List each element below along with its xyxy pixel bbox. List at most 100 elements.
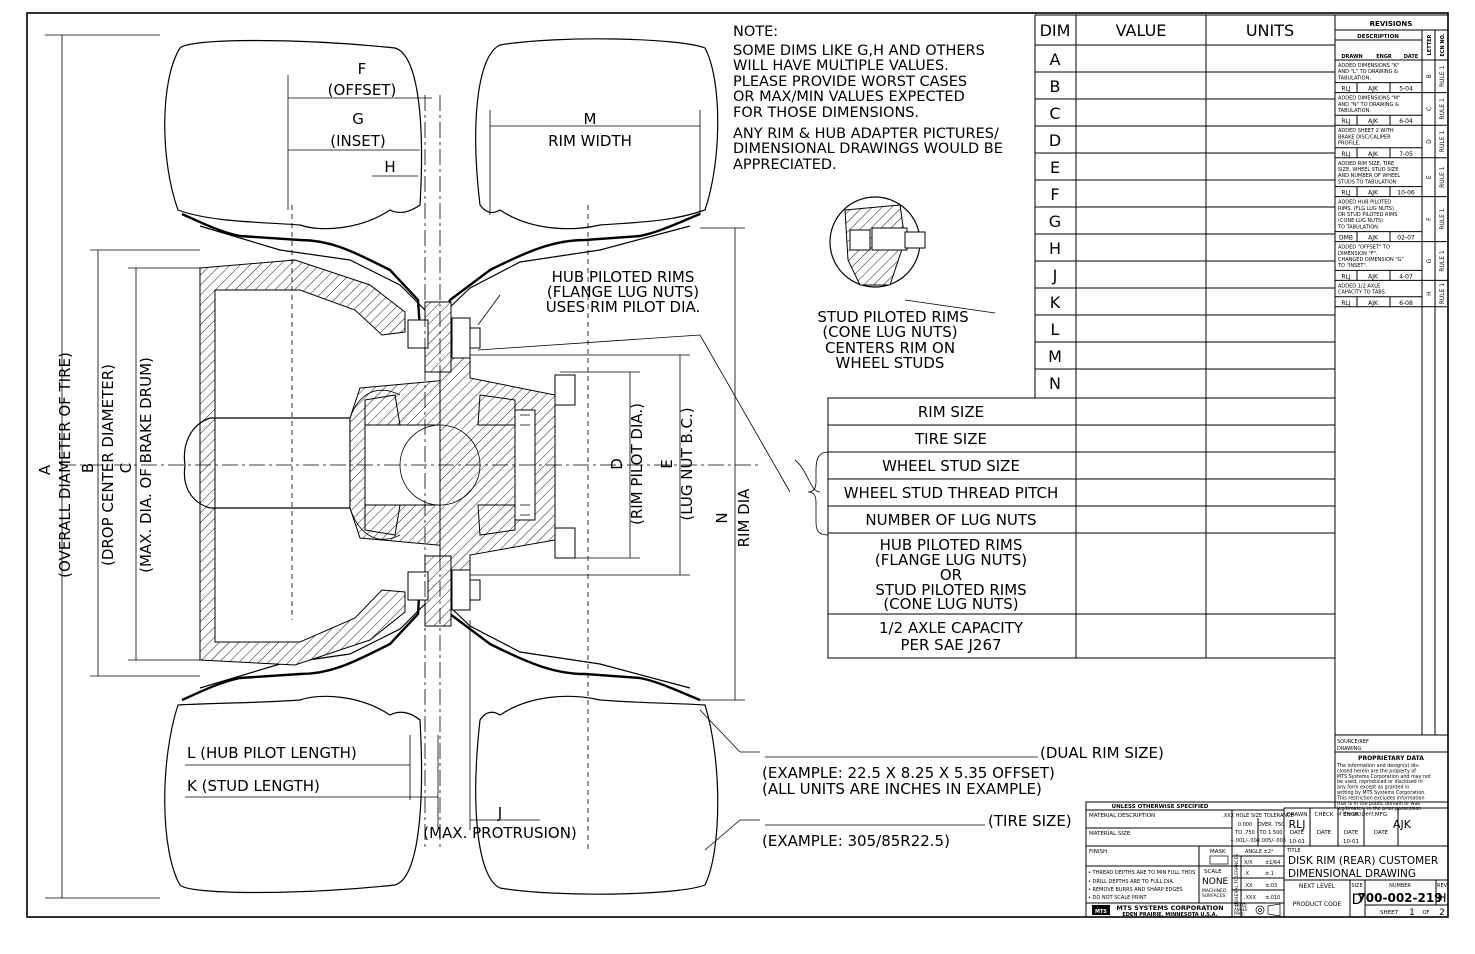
rev-entry-date: 6-04 bbox=[1399, 118, 1413, 125]
rev-entry-desc: ADDED DIMENSIONS "K" bbox=[1338, 63, 1399, 69]
tb-machined-2: SURFACES bbox=[1202, 893, 1225, 899]
tb-sheet: 1 bbox=[1409, 908, 1415, 918]
stud-piloted-line4: WHEEL STUDS bbox=[836, 354, 945, 372]
note-line1: SOME DIMS LIKE G,H AND OTHERS bbox=[733, 43, 985, 59]
brake-drum bbox=[199, 259, 406, 666]
tb-tol1-b: ±.1 bbox=[1265, 871, 1274, 877]
hub-flange bbox=[439, 317, 556, 611]
rev-entry-date: 5-04 bbox=[1399, 86, 1413, 93]
tb-third-angle-1: THIRD bbox=[1233, 903, 1247, 908]
rev-sub-engr: ENGR bbox=[1376, 54, 1392, 60]
spec-axle-line1: 1/2 AXLE CAPACITY bbox=[879, 619, 1024, 637]
dim-row-label: A bbox=[1050, 50, 1061, 69]
dim-G-label: G bbox=[352, 110, 364, 128]
tire-upper-left bbox=[164, 39, 423, 230]
rev-entry-drawn: RLJ bbox=[1341, 118, 1351, 125]
rev-entry-desc: TO "INSET". bbox=[1337, 263, 1368, 269]
tb-number-label: NUMBER bbox=[1389, 883, 1411, 889]
dual-rim-size: (DUAL RIM SIZE) bbox=[1040, 744, 1164, 762]
example-rim-line2: (ALL UNITS ARE INCHES IN EXAMPLE) bbox=[762, 780, 1042, 798]
rev-entry-ecn: RULE 1 bbox=[1439, 208, 1446, 230]
rev-entry-engr: AJK bbox=[1368, 190, 1379, 197]
rev-entry-desc: OR STUD PILOTED RIMS bbox=[1338, 212, 1397, 218]
tb-sheet-label: SHEET bbox=[1380, 910, 1399, 916]
rev-sub-drawn: DRAWN bbox=[1341, 54, 1362, 60]
tb-number: 700-002-219 bbox=[1357, 891, 1442, 905]
note-block: NOTE: SOME DIMS LIKE G,H AND OTHERS WILL… bbox=[733, 24, 1003, 173]
rev-entry-drawn: RLJ bbox=[1341, 151, 1351, 158]
tb-size-label: SIZE bbox=[1351, 883, 1362, 889]
drawing-labels: F (OFFSET) G (INSET) H M RIM WIDTH HUB P… bbox=[187, 60, 1164, 850]
proprietary-line: of the recipient. bbox=[1337, 812, 1375, 818]
tb-location: EDEN PRAIRIE, MINNESOTA U.S.A. bbox=[1122, 912, 1217, 918]
spec-brace bbox=[807, 451, 829, 536]
dim-A-label: A bbox=[36, 464, 54, 475]
tb-engr-date: 10-01 bbox=[1343, 839, 1359, 845]
revisions-title: REVISIONS bbox=[1370, 20, 1413, 28]
tb-company: MTS SYSTEMS CORPORATION bbox=[1116, 904, 1223, 912]
horizontal-dimensions bbox=[185, 75, 701, 830]
tb-note4: • DO NOT SCALE PRINT bbox=[1088, 895, 1148, 901]
rev-entry-desc: ADDED "OFFSET" TO bbox=[1338, 245, 1390, 251]
tb-note3: • REMOVE BURRS AND SHARP EDGES bbox=[1088, 887, 1183, 893]
dim-header-value: VALUE bbox=[1116, 21, 1167, 40]
rev-entry-ecn: RULE 1 bbox=[1439, 166, 1446, 188]
tb-tol3-b: ±.010 bbox=[1265, 895, 1280, 901]
dim-F-desc: (OFFSET) bbox=[328, 81, 397, 99]
dim-N-desc: RIM DIA bbox=[735, 488, 753, 548]
source-ref-line2: DRAWING bbox=[1337, 746, 1361, 752]
hub-piloted-line3: USES RIM PILOT DIA. bbox=[546, 298, 701, 316]
dim-C-label: C bbox=[117, 463, 135, 473]
stud-piloted-line1: STUD PILOTED RIMS bbox=[817, 308, 968, 326]
note-line4: OR MAX/MIN VALUES EXPECTED bbox=[733, 89, 965, 105]
rev-entry-ecn: RULE 1 bbox=[1439, 283, 1446, 305]
rev-entry-letter: D bbox=[1426, 139, 1433, 144]
tb-tol1-a: .X bbox=[1244, 871, 1250, 877]
tb-tol3-a: .XXX bbox=[1244, 895, 1256, 901]
tb-date-label-3: DATE bbox=[1344, 830, 1359, 836]
tb-unless: UNLESS OTHERWISE SPECIFIED bbox=[1112, 804, 1209, 810]
dim-E-label: E bbox=[658, 459, 676, 468]
dim-row-label: D bbox=[1049, 131, 1061, 150]
rev-entry-letter: H bbox=[1426, 291, 1433, 296]
spec-rim-size: RIM SIZE bbox=[918, 403, 984, 421]
tb-engr-label: ENGR bbox=[1343, 812, 1359, 818]
tb-gen-tol: GENERAL TOLERANCES bbox=[1234, 854, 1240, 907]
rev-entry-letter: F bbox=[1426, 217, 1433, 221]
dim-row-label: F bbox=[1050, 185, 1059, 204]
spec-pilot-line1: HUB PILOTED RIMS bbox=[880, 536, 1023, 554]
tb-note1: • THREAD DEPTHS ARE TO MIN FULL THDS bbox=[1088, 870, 1195, 876]
rev-sub-date: DATE bbox=[1404, 54, 1419, 60]
spec-pilot-line3: OR bbox=[940, 566, 962, 584]
proprietary-line: writing by MTS Systems Corporation. bbox=[1337, 790, 1426, 796]
rev-entry-engr: AJK bbox=[1368, 86, 1379, 93]
rev-entry-desc: CHANGED DIMENSION "G" bbox=[1338, 257, 1404, 263]
tb-third-angle-2: ANGLE bbox=[1234, 907, 1248, 912]
rev-entry-desc: ADDED SHEET 2 WITH bbox=[1338, 128, 1394, 134]
stud-piloted-line3: CENTERS RIM ON bbox=[825, 339, 955, 357]
tb-date-label-1: DATE bbox=[1290, 830, 1305, 836]
dim-header-units: UNITS bbox=[1246, 21, 1294, 40]
dim-K-label: K (STUD LENGTH) bbox=[187, 777, 320, 795]
rev-entry-drawn: RLJ bbox=[1341, 300, 1351, 307]
hub-piloted-line1: HUB PILOTED RIMS bbox=[552, 268, 695, 286]
dim-J-label: J bbox=[497, 804, 502, 822]
rev-entry-drawn: RLJ bbox=[1341, 86, 1351, 93]
note-line8: APPRECIATED. bbox=[733, 157, 837, 173]
vertical-dimensions bbox=[45, 34, 745, 899]
tb-hole-r1c1: 0.000 bbox=[1238, 822, 1252, 828]
tb-hole-r2c2: TO 1.500 bbox=[1259, 830, 1283, 836]
rev-entry-date: 7-05 bbox=[1399, 151, 1413, 158]
tb-next-level: NEXT LEVEL bbox=[1299, 883, 1336, 890]
tb-hole-r2c1: TO .750 bbox=[1234, 830, 1255, 836]
rev-col-ecn: ECN NO. bbox=[1440, 33, 1446, 56]
tb-hole-r3c2: +.005/-.003 bbox=[1256, 838, 1286, 844]
proprietary-line: closed herein are the property of bbox=[1337, 768, 1416, 774]
spec-lug-nuts: NUMBER OF LUG NUTS bbox=[865, 511, 1036, 529]
source-ref-line1: SOURCE/REF bbox=[1337, 739, 1369, 745]
tb-size: D bbox=[1352, 892, 1363, 908]
tb-frac-1: X/X bbox=[1244, 860, 1253, 866]
note-line3: PLEASE PROVIDE WORST CASES bbox=[733, 74, 967, 90]
tb-frac-2: ±1/64 bbox=[1265, 860, 1280, 866]
rev-entry-date: 10-06 bbox=[1397, 190, 1415, 197]
